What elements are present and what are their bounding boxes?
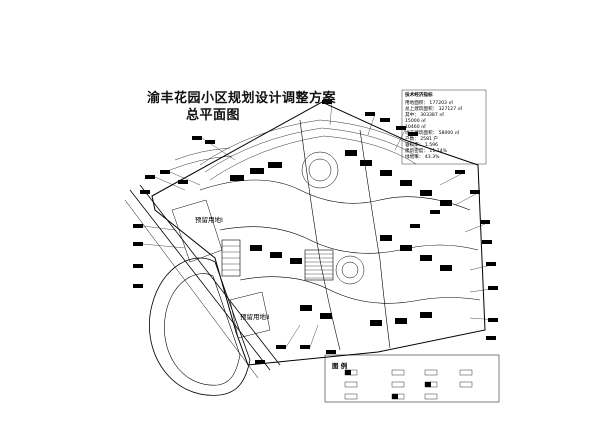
legend-heading: 图 例 <box>332 362 348 370</box>
drawing-title: 渝丰花园小区规划设计调整方案 <box>147 91 337 106</box>
sports-track-outer <box>148 257 251 396</box>
economics-row: 绿地率： 43.3% <box>405 155 440 160</box>
economics-heading: 技术经济指标 <box>405 93 433 98</box>
economics-row: 总上建筑面积： 327127 ㎡ <box>405 107 463 112</box>
reserved-land-label-2: 预留用地Ⅱ <box>240 313 270 321</box>
economics-row: 10460 ㎡ <box>405 125 426 130</box>
west-road <box>129 189 271 371</box>
economics-row: 容积率： 1.596 <box>405 143 438 148</box>
drawing-subtitle: 总平面图 <box>186 108 241 123</box>
economics-row: 地下建筑面积： 58000 ㎡ <box>405 131 460 136</box>
economics-row: 用地面积： 177203 ㎡ <box>405 101 454 106</box>
economics-row: 其中： 303387 ㎡ <box>405 113 444 118</box>
site-boundary <box>151 101 486 366</box>
economics-row: 15000 ㎡ <box>405 119 426 124</box>
reserved-land-label-1: 预留用地Ⅰ <box>195 216 223 224</box>
economics-row: 建筑密度： 11.14% <box>405 149 447 154</box>
economics-row: 户数： 2581 户 <box>405 137 438 142</box>
sports-track-inner <box>164 273 241 386</box>
